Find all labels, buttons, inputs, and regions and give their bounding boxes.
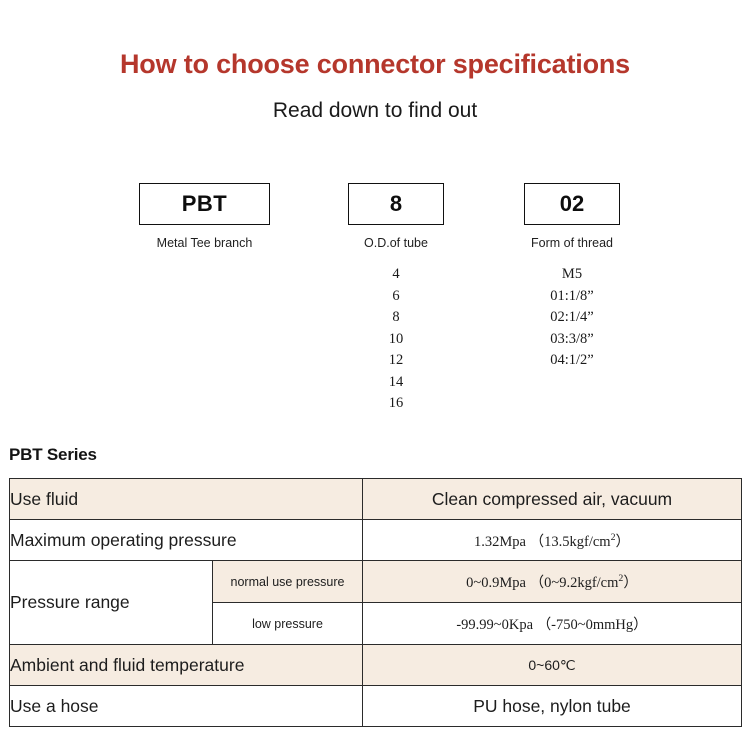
spec-sublabel-low-pressure: low pressure	[212, 602, 363, 645]
list-item: 01:1/8”	[550, 287, 594, 304]
list-item: 6	[392, 287, 400, 304]
value-close: ）	[615, 533, 630, 550]
list-item: 4	[392, 266, 400, 282]
value-paren: （-750~0mmHg）	[536, 617, 648, 633]
value-paren: （13.5kgf/cm	[529, 533, 611, 550]
code-box-caption-thread-form: Form of thread	[531, 236, 613, 250]
list-item: 8	[392, 309, 400, 325]
series-label: PBT Series	[9, 445, 97, 464]
list-item: 04:1/2”	[550, 352, 594, 368]
value-close: ）	[623, 575, 638, 591]
spec-label-hose: Use a hose	[9, 685, 363, 727]
table-row: Maximum operating pressure 1.32Mpa （13.5…	[9, 519, 742, 561]
list-item: 12	[388, 352, 404, 368]
list-item: 16	[388, 395, 404, 411]
spec-sublabel-normal-use-pressure: normal use pressure	[212, 560, 363, 603]
list-item: 10	[388, 330, 404, 347]
code-box-tube-od: 8	[348, 183, 444, 225]
list-item: 02:1/4”	[550, 309, 594, 325]
spec-value-low-pressure: -99.99~0Kpa （-750~0mmHg）	[362, 602, 742, 645]
spec-value-use-fluid: Clean compressed air, vacuum	[362, 478, 742, 520]
value-main: 1.32Mpa	[474, 533, 526, 550]
table-row: Pressure range normal use pressure 0~0.9…	[9, 560, 742, 645]
code-box-caption-tube-od: O.D.of tube	[364, 236, 428, 250]
list-item: 03:3/8”	[550, 330, 594, 347]
code-box-caption-series: Metal Tee branch	[156, 236, 253, 250]
spec-label-max-pressure: Maximum operating pressure	[9, 519, 363, 561]
spec-value-normal-use-pressure: 0~0.9Mpa （0~9.2kgf/cm2）	[362, 560, 742, 603]
spec-label-pressure-range: Pressure range	[9, 560, 213, 645]
thread-form-option-list: M5 01:1/8” 02:1/4” 03:3/8” 04:1/2”	[504, 264, 640, 372]
spec-label-temperature: Ambient and fluid temperature	[9, 644, 363, 686]
tube-od-option-list: 4 6 8 10 12 14 16	[348, 264, 444, 415]
page-title: How to choose connector specifications	[120, 49, 630, 79]
value-main: -99.99~0Kpa	[456, 617, 534, 633]
table-row: Use fluid Clean compressed air, vacuum	[9, 478, 742, 520]
spec-label-use-fluid: Use fluid	[9, 478, 363, 520]
code-box-series: PBT	[139, 183, 270, 225]
value-superscript: 2	[610, 531, 616, 543]
spec-value-max-pressure: 1.32Mpa （13.5kgf/cm2）	[362, 519, 742, 561]
table-row: Use a hose PU hose, nylon tube	[9, 685, 742, 727]
value-superscript: 2	[618, 573, 624, 585]
table-row: Ambient and fluid temperature 0~60℃	[9, 644, 742, 686]
specification-table: Use fluid Clean compressed air, vacuum M…	[9, 478, 742, 727]
list-item: M5	[561, 266, 583, 282]
page-subtitle: Read down to find out	[272, 99, 478, 122]
code-box-thread-form: 02	[524, 183, 620, 225]
spec-value-temperature: 0~60℃	[362, 644, 742, 686]
spec-value-hose: PU hose, nylon tube	[362, 685, 742, 727]
value-paren: （0~9.2kgf/cm	[529, 575, 619, 591]
list-item: 14	[388, 373, 404, 390]
value-main: 0~0.9Mpa	[466, 575, 526, 591]
